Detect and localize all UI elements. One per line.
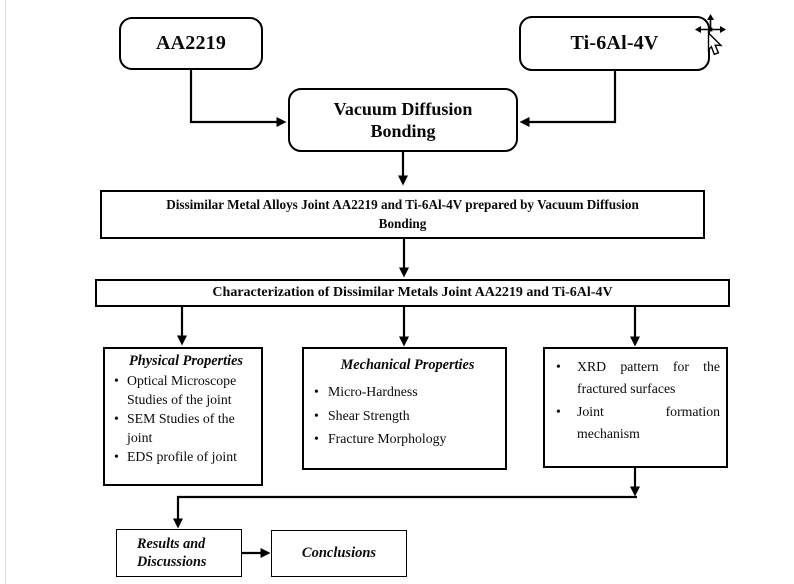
bullet-icon: • [556, 359, 561, 374]
node-vacuum-diffusion-bonding[interactable]: Vacuum Diffusion Bonding [288, 88, 518, 152]
bullet-icon: • [114, 373, 119, 388]
page-edge-line [5, 0, 6, 584]
bullet-icon: • [114, 411, 119, 427]
node-vdb-label: Vacuum Diffusion Bonding [333, 98, 473, 142]
list-item: • Fracture Morphology [314, 431, 447, 447]
conclusions-label: Conclusions [301, 545, 377, 561]
results-label-line1: Results and [137, 535, 206, 552]
list-item: • Micro-Hardness [314, 384, 418, 399]
node-mechanical-properties[interactable]: Mechanical Properties • Micro-Hardness •… [302, 347, 507, 470]
bullet-icon: • [314, 384, 319, 399]
node-xrd-joint-formation[interactable]: • XRD pattern for the fractured surfaces… [543, 347, 728, 468]
arrow-to-results [173, 495, 637, 529]
node-aa2219-label: AA2219 [155, 32, 227, 54]
list-item: • SEM Studies of the joint [114, 409, 258, 447]
node-dissimilar-joint[interactable]: Dissimilar Metal Alloys Joint AA2219 and… [100, 190, 705, 239]
list-item: • Joint formation mechanism [556, 401, 720, 446]
node-results-discussions[interactable]: Results and Discussions [116, 529, 242, 577]
arrow-ti6al4v-to-vdb [519, 71, 617, 127]
bullet-icon: • [314, 407, 319, 423]
node-aa2219[interactable]: AA2219 [119, 17, 263, 70]
list-item: • Optical Microscope Studies of the join… [114, 371, 258, 409]
results-label-line2: Discussions [137, 554, 207, 570]
node-physical-properties[interactable]: Physical Properties • Optical Microscope… [103, 347, 263, 486]
list-item: • EDS profile of joint [114, 447, 258, 466]
bullet-icon: • [314, 431, 319, 447]
node-dissimilar-joint-label: Dissimilar Metal Alloys Joint AA2219 and… [166, 196, 639, 231]
node-characterization[interactable]: Characterization of Dissimilar Metals Jo… [95, 279, 730, 307]
node-characterization-label: Characterization of Dissimilar Metals Jo… [212, 285, 613, 300]
list-item: • Shear Strength [314, 407, 410, 423]
node-ti6al4v-label: Ti-6Al-4V [570, 32, 659, 54]
node-conclusions[interactable]: Conclusions [271, 530, 407, 577]
node-ti6al4v[interactable]: Ti-6Al-4V [519, 16, 710, 71]
move-pointer-cursor-icon [695, 14, 726, 56]
physical-properties-title: Physical Properties [129, 353, 243, 369]
bullet-icon: • [114, 449, 119, 465]
list-item: • XRD pattern for the fractured surfaces [556, 356, 720, 401]
arrow-aa2219-to-vdb [189, 70, 287, 127]
bullet-icon: • [556, 403, 561, 419]
mechanical-properties-title: Mechanical Properties [340, 357, 475, 373]
